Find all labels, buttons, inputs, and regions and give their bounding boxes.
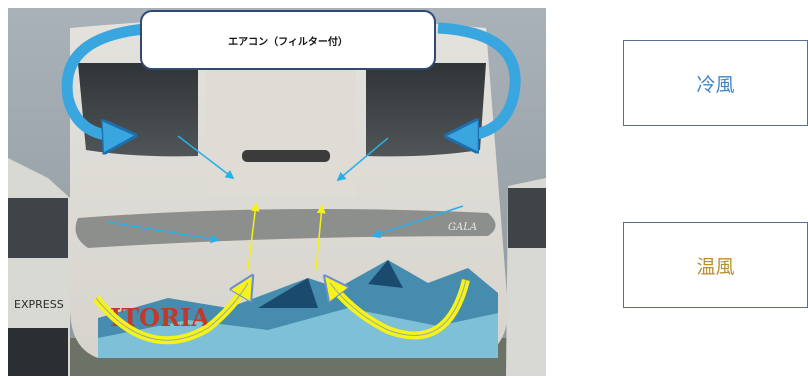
legend-warm-label: 温風 <box>696 255 735 278</box>
rear-window-left <box>78 63 198 157</box>
warm-air-arrow <box>247 202 260 271</box>
legend-cool-air: 冷風 <box>623 40 808 126</box>
callout-label: エアコン（フィルター付） <box>228 36 348 48</box>
legend-warm-air: 温風 <box>623 222 808 308</box>
cool-air-arrow <box>336 137 389 182</box>
legend-cool-label: 冷風 <box>696 73 735 96</box>
brake-light <box>242 150 330 162</box>
cool-air-arrow <box>371 205 464 238</box>
warm-air-arrow <box>315 204 326 271</box>
cool-air-arrow <box>107 221 220 244</box>
cool-air-curve-right <box>437 22 521 136</box>
rear-garnish <box>75 209 496 248</box>
rear-window-right <box>366 63 486 157</box>
side-text: EXPRESS <box>14 298 64 311</box>
cool-air-arrow <box>177 135 235 180</box>
model-text: GALA <box>448 222 477 233</box>
air-conditioner-callout: エアコン（フィルター付） <box>140 10 436 70</box>
cool-air-curve-left <box>61 22 159 136</box>
